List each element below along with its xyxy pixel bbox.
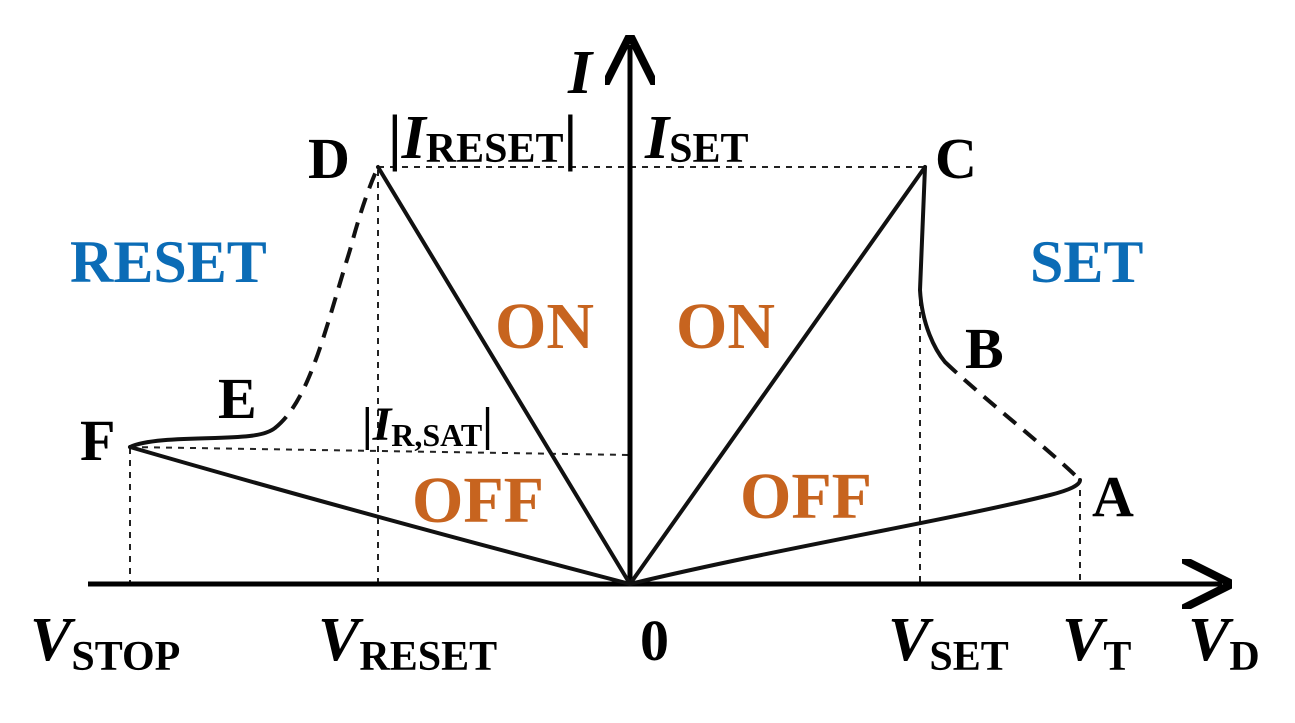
point-b: B: [965, 316, 1004, 381]
curve-reset-tail: [128, 426, 277, 449]
region-set: SET: [1030, 229, 1143, 295]
tick-vset: VSET: [888, 606, 1009, 680]
curve-set-dashed: [943, 360, 1082, 482]
curve-off-right: [628, 478, 1082, 586]
curve-set-transition: [918, 165, 947, 364]
state-on-right: ON: [676, 290, 775, 363]
point-f: F: [80, 408, 115, 473]
tick-vstop: VSTOP: [30, 606, 180, 680]
x-axis-label: VD: [1188, 606, 1260, 680]
tick-vt: VT: [1062, 606, 1131, 680]
state-off-left: OFF: [412, 464, 544, 537]
curve-off-left: [128, 445, 632, 586]
curve-on-left: [376, 165, 632, 586]
state-on-left: ON: [495, 290, 594, 363]
label-i-reset: |IRESET|: [388, 104, 577, 172]
point-a: A: [1092, 464, 1134, 529]
origin-label: 0: [640, 608, 669, 673]
label-i-set: ISET: [644, 104, 749, 172]
y-axis-label: I: [567, 39, 594, 107]
curve-on-right: [628, 165, 927, 586]
point-d: D: [308, 126, 350, 191]
tick-vreset: VRESET: [318, 606, 497, 680]
point-e: E: [218, 366, 257, 431]
point-c: C: [935, 126, 977, 191]
label-i-r-sat: |IR,SAT|: [362, 398, 493, 453]
state-off-right: OFF: [740, 460, 872, 533]
region-reset: RESET: [70, 229, 267, 295]
curve-reset-dashed: [273, 166, 380, 430]
